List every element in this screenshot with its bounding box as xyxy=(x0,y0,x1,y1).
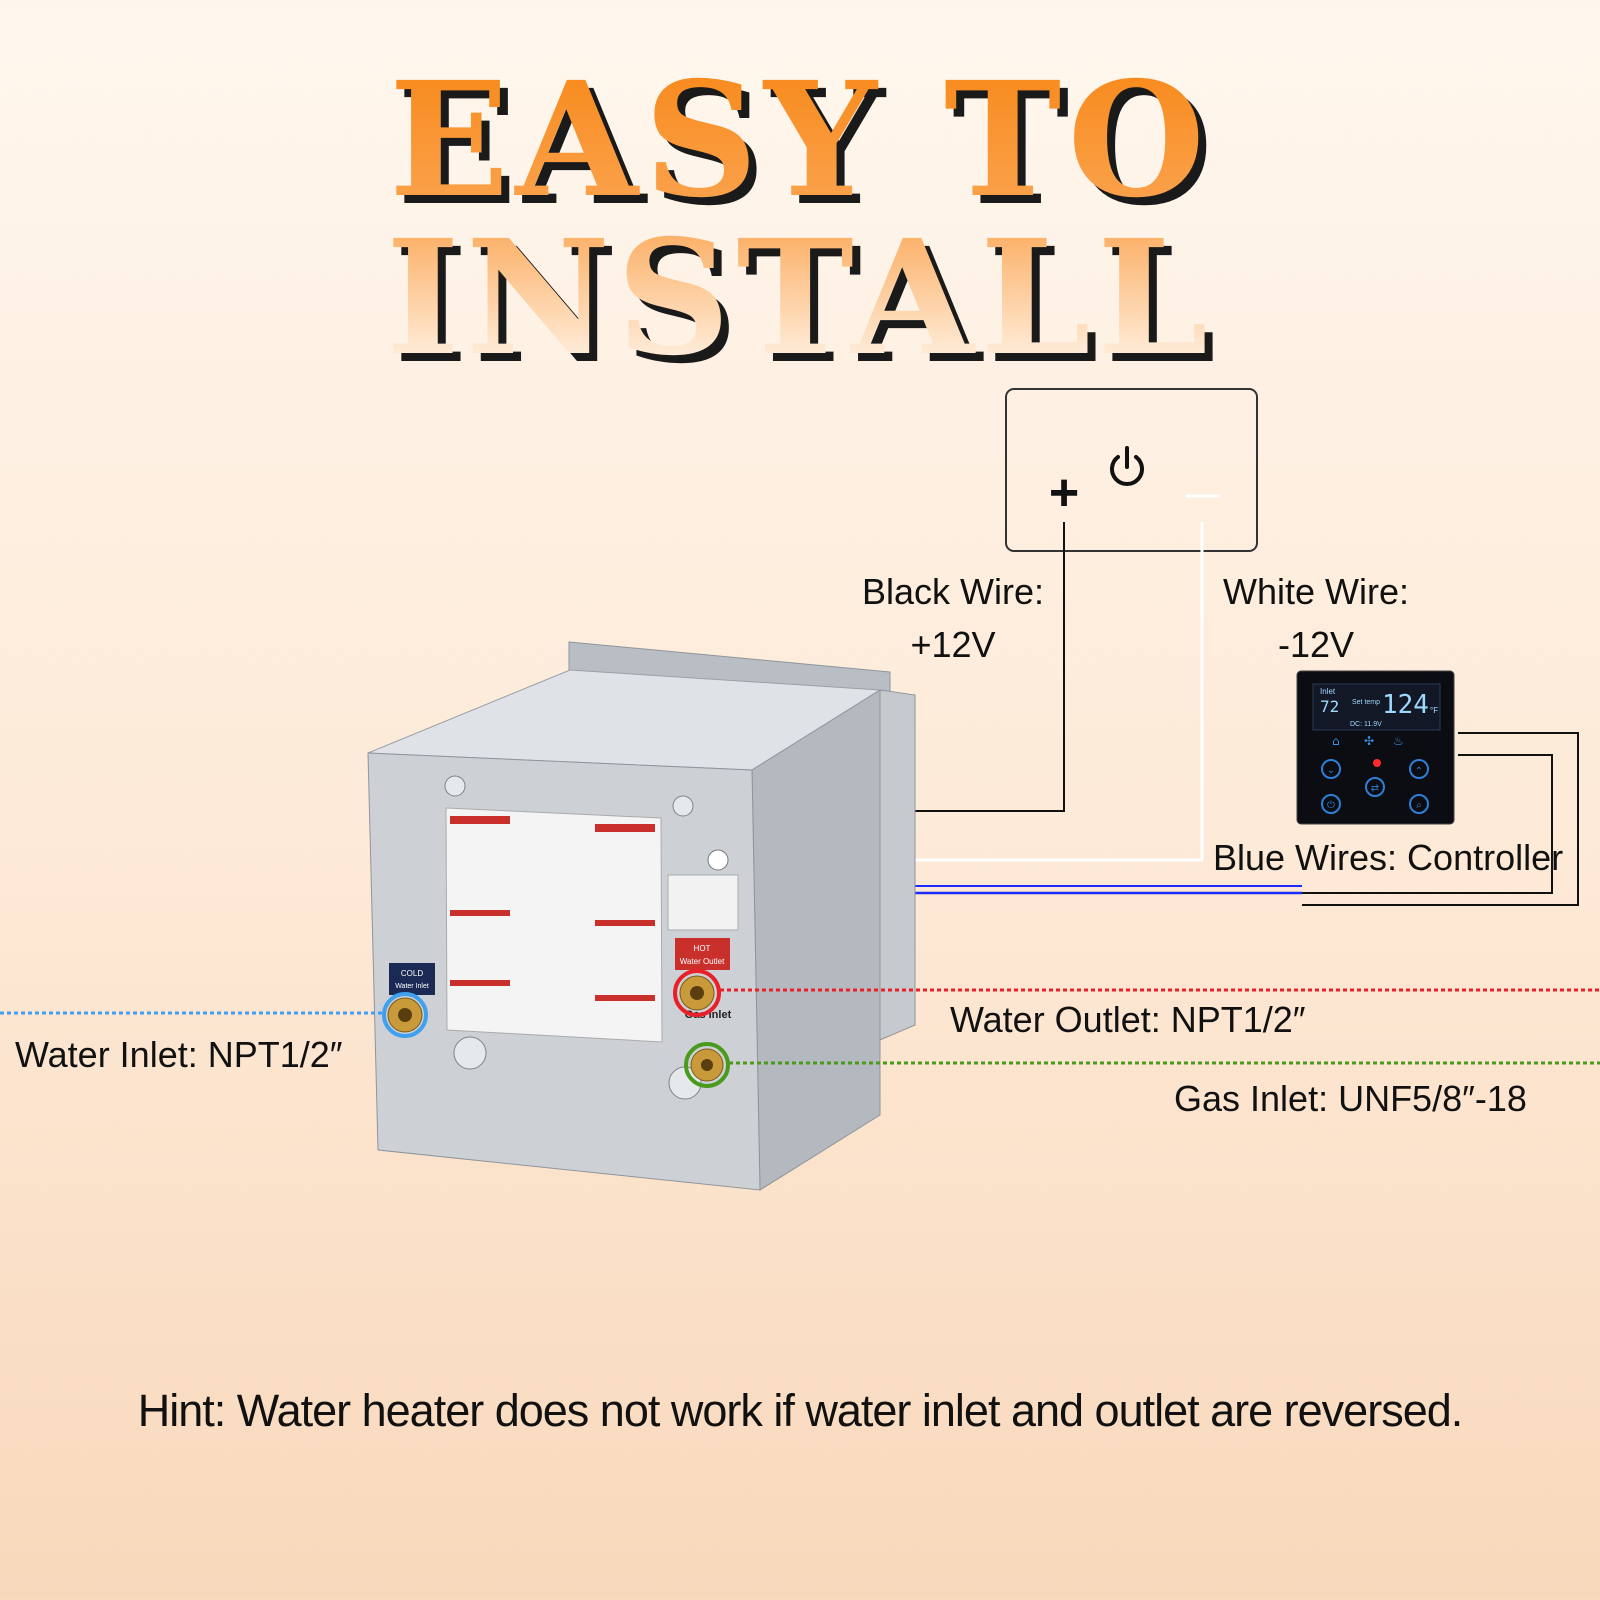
white-wire-value: -12V xyxy=(1277,624,1355,665)
down-button[interactable] xyxy=(1321,759,1341,779)
search-icon: ⌕ xyxy=(1416,800,1422,811)
black-wire-label: Black Wire: xyxy=(861,571,1045,612)
display-set-temp: 124 xyxy=(1382,690,1429,720)
power-icon xyxy=(1110,446,1144,486)
blue-wires-label: Blue Wires: Controller xyxy=(1213,837,1564,878)
fan-icon: ✣ xyxy=(1364,734,1374,748)
black-wire-value: +12V xyxy=(910,624,996,665)
flame-icon: ♨ xyxy=(1393,734,1404,748)
display-inlet-tag: Inlet xyxy=(1320,687,1336,696)
controller-cable-1 xyxy=(1302,754,1553,894)
swap-icon: ⇄ xyxy=(1371,783,1379,794)
controller-cable-2 xyxy=(1302,732,1579,906)
hot-tag-line1: HOT xyxy=(694,944,711,953)
water-inlet-ring xyxy=(382,992,428,1038)
display-voltage: DC: 11.9V xyxy=(1350,721,1382,728)
controller-panel: Inlet 72 Set temp 124 °F DC: 11.9V ⌂ ✣ ♨… xyxy=(1296,670,1455,825)
status-led xyxy=(1373,759,1381,767)
gas-tag: Gas Inlet xyxy=(685,1009,732,1021)
shower-icon: ⌂ xyxy=(1332,734,1340,748)
power-box xyxy=(1005,388,1258,552)
cold-tag-line1: COLD xyxy=(401,969,423,978)
mode-button[interactable] xyxy=(1365,777,1385,797)
title-text: EASY TO INSTALL xyxy=(0,62,1600,378)
plus-symbol: + xyxy=(1049,464,1079,522)
display-set-tag: Set temp xyxy=(1352,699,1380,706)
cold-tag xyxy=(389,963,435,995)
chevron-down-icon: ⌄ xyxy=(1327,765,1335,776)
power-button[interactable] xyxy=(1321,794,1341,814)
water-inlet-label: Water Inlet: NPT1/2″ xyxy=(15,1034,343,1075)
gas-inlet-label: Gas Inlet: UNF5/8″-18 xyxy=(1174,1078,1527,1119)
hot-tag-line2: Water Outlet xyxy=(680,957,725,966)
chevron-up-icon: ⌃ xyxy=(1415,766,1423,777)
cold-tag-line2: Water Inlet xyxy=(395,983,429,990)
hot-tag xyxy=(675,938,730,970)
up-button[interactable] xyxy=(1409,759,1429,779)
controller-screen xyxy=(1312,683,1441,731)
heater-side xyxy=(751,689,881,1191)
screw xyxy=(672,795,694,817)
wiring-label xyxy=(667,874,739,931)
mounting-flange-side xyxy=(879,689,916,1041)
water-outlet-ring xyxy=(673,969,721,1017)
water-heater-unit: COLD Water Inlet HOT Water Outlet Gas In… xyxy=(367,641,916,1191)
screw xyxy=(444,775,466,797)
water-outlet-label: Water Outlet: NPT1/2″ xyxy=(950,999,1306,1040)
hint-text: Hint: Water heater does not work if wate… xyxy=(137,1385,1464,1436)
plug xyxy=(453,1036,487,1070)
power-port xyxy=(707,849,729,871)
display-unit: °F xyxy=(1430,706,1438,715)
search-button[interactable] xyxy=(1409,794,1429,814)
power-button-icon: ⏻ xyxy=(1327,800,1335,811)
title-shadow: EASY TO INSTALL xyxy=(8,70,1600,386)
gas-inlet-ring xyxy=(684,1042,730,1088)
display-inlet-temp: 72 xyxy=(1320,697,1339,716)
page-title: EASY TO INSTALL EASY TO INSTALL xyxy=(0,62,1600,386)
white-wire-label: White Wire: xyxy=(1222,571,1409,612)
